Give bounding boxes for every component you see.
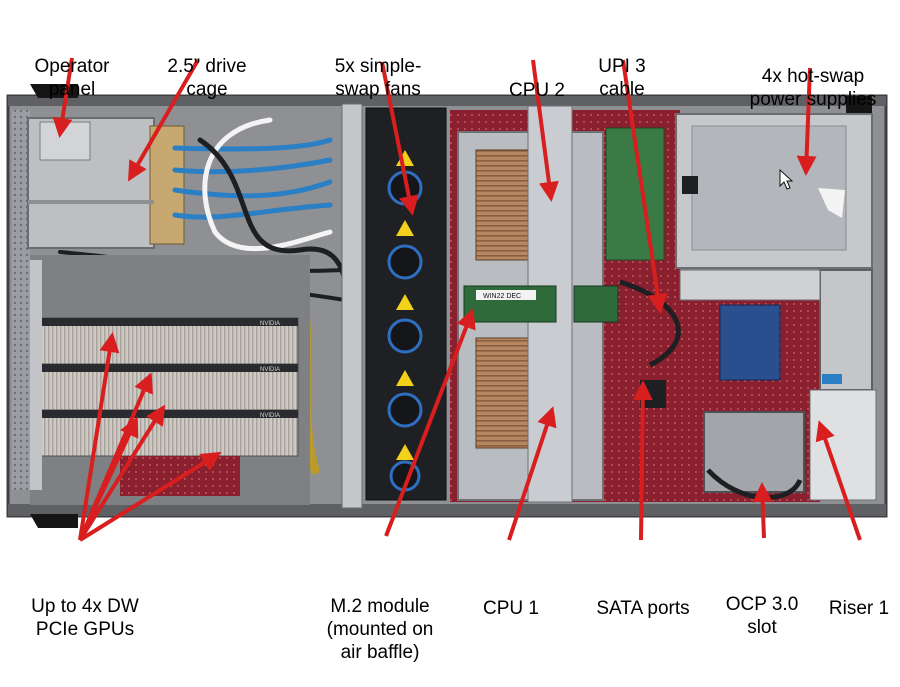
psu-area xyxy=(675,113,877,501)
gpu-2: NVIDIA xyxy=(39,363,299,411)
cable-black-1 xyxy=(197,137,348,283)
label-cpu1: CPU 1 xyxy=(483,598,539,619)
fan-4 xyxy=(387,370,423,428)
gpu-1-bracket xyxy=(40,318,298,326)
cable-sas-1 xyxy=(172,137,333,152)
chassis-rail-bottom xyxy=(8,504,886,516)
pcie-slot-brackets xyxy=(30,260,42,490)
gpu-2-bracket xyxy=(40,364,298,372)
arrow-operator-panel xyxy=(52,57,74,138)
label-sata: SATA ports xyxy=(596,598,690,619)
label-cpu2: CPU 2 xyxy=(509,80,565,101)
front-latch-bottom xyxy=(30,514,78,528)
upi-3-cable xyxy=(619,279,681,368)
front-mesh-upper xyxy=(12,110,30,490)
arrow-gpu-c xyxy=(78,404,166,542)
arrow-upi3 xyxy=(621,59,668,314)
drive-backplane xyxy=(149,125,185,245)
arrow-gpu-a xyxy=(78,332,120,541)
server-diagram: NVIDIA NVIDIA NVIDIA xyxy=(6,57,888,542)
gpu-2-brand: NVIDIA xyxy=(260,367,280,373)
blue-latch xyxy=(822,374,842,384)
arrow-sata xyxy=(632,380,653,541)
arrow-cpu1 xyxy=(507,406,557,541)
chassis-rail-top xyxy=(8,96,886,106)
m2-tag: WIN22 DEC xyxy=(483,293,521,300)
fan-icon xyxy=(387,244,423,280)
arrow-drive-cage xyxy=(128,59,200,182)
m2-module-2 xyxy=(573,285,619,323)
arrow-cpu2 xyxy=(531,59,559,202)
gpu-3: NVIDIA xyxy=(39,409,299,457)
fan-wall xyxy=(341,103,447,509)
operator-panel-module xyxy=(39,121,91,161)
psu-cage-inner xyxy=(691,125,847,251)
arrow-gpu-d xyxy=(78,416,139,541)
psu-label-sticker xyxy=(818,188,845,218)
arrow-pointer-icon xyxy=(779,168,794,190)
label-fans: 5x simple-swap fans xyxy=(334,56,422,100)
cable-white xyxy=(202,117,333,251)
riser-bracket xyxy=(679,269,821,301)
gpu-1: NVIDIA xyxy=(39,317,299,365)
bmc-board xyxy=(719,304,781,381)
gpu-stack: NVIDIA NVIDIA NVIDIA xyxy=(30,255,310,505)
arrow-m2 xyxy=(384,308,476,537)
gpu-1-brand: NVIDIA xyxy=(260,321,280,327)
arrow-ocp xyxy=(752,482,773,539)
gpu-3-brand: NVIDIA xyxy=(260,413,280,419)
arrow-gpu-e xyxy=(78,451,222,542)
drive-cage-area xyxy=(27,117,185,249)
gpu-3-bracket xyxy=(40,410,298,418)
fan-2 xyxy=(387,220,423,280)
riser-slot-area xyxy=(809,389,877,501)
m2-label xyxy=(476,290,536,300)
psu-latch xyxy=(682,176,698,194)
warning-triangle-icon xyxy=(396,294,414,310)
cable-sas-4 xyxy=(172,202,333,220)
fan-cage-frame xyxy=(341,103,363,509)
callout-arrows xyxy=(52,57,862,542)
cable-sas-3 xyxy=(172,179,333,199)
fan-icon xyxy=(387,392,423,428)
cable-sas-2 xyxy=(172,157,333,175)
arrow-psu xyxy=(796,67,817,176)
riser-1 xyxy=(819,269,873,391)
drive-bay-divider xyxy=(28,200,154,204)
fan-3 xyxy=(387,294,423,354)
fan-icon xyxy=(387,318,423,354)
arrow-fans xyxy=(380,61,419,216)
label-riser: Riser 1 xyxy=(828,598,890,619)
warning-triangle-icon xyxy=(396,444,414,460)
arrow-riser xyxy=(815,420,862,541)
warning-triangle-icon xyxy=(396,220,414,236)
warning-triangle-icon xyxy=(396,370,414,386)
